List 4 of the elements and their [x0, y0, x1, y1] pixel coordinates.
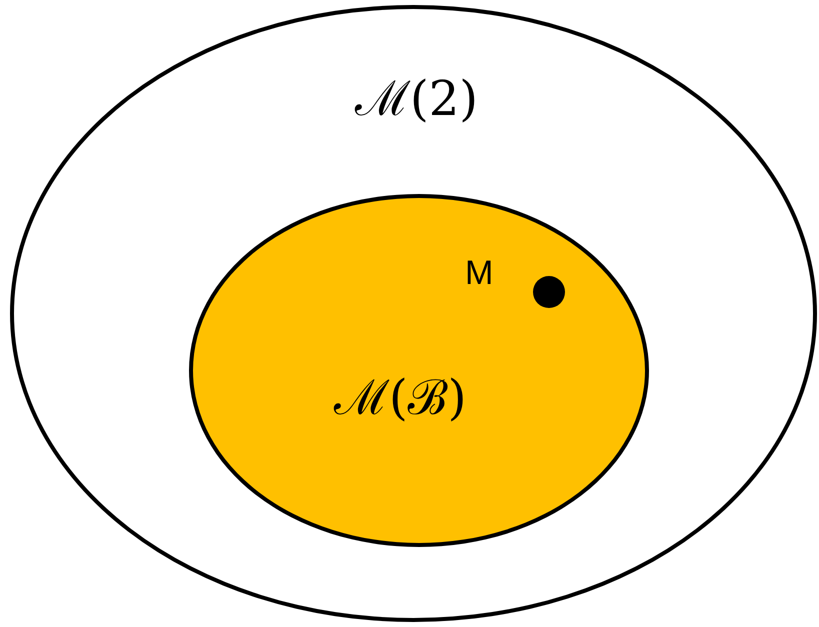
point-label: M	[465, 256, 494, 290]
set-label: ℳ(ℬ)	[334, 374, 466, 422]
point-dot	[533, 276, 565, 308]
set-label: ℳ(2)	[355, 75, 478, 123]
